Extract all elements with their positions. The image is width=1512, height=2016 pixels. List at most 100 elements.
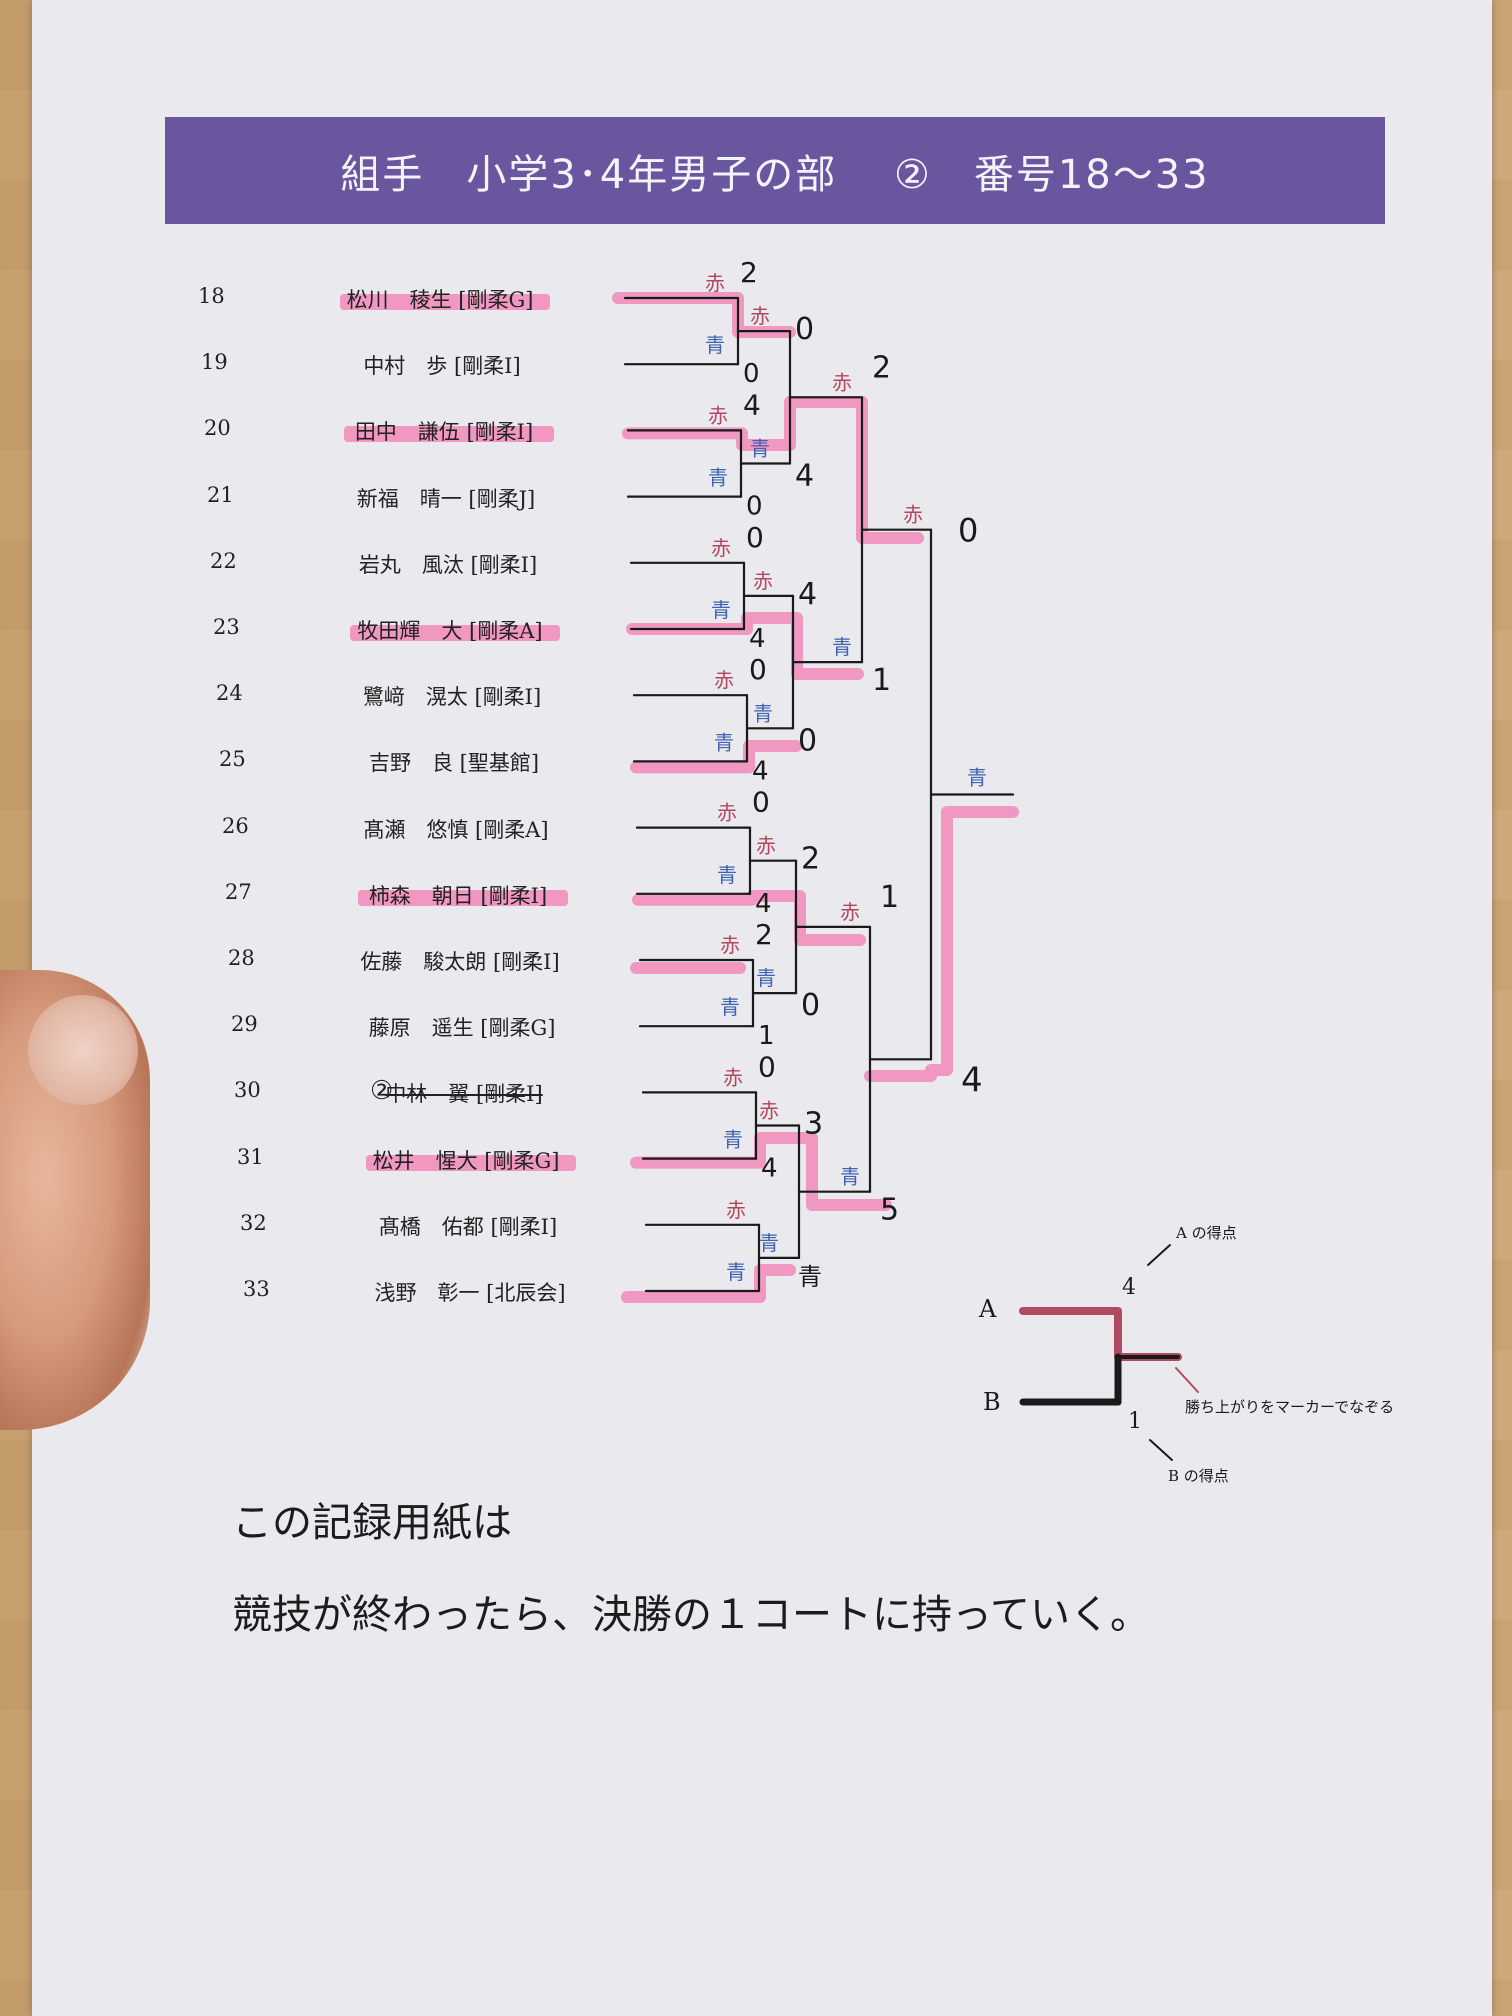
withdrawn-mark: ② bbox=[370, 1076, 394, 1107]
entrant-name: 牧田輝 大 [剛柔A] bbox=[357, 619, 543, 643]
footer-line-1: この記録用紙は bbox=[232, 1500, 512, 1546]
title-banner: 組手 小学3･4年男子の部 ② 番号18～33 bbox=[165, 117, 1385, 224]
entrant-name: 吉野 良 [聖基館] bbox=[368, 751, 540, 776]
round3-score: 1 bbox=[872, 663, 891, 698]
blue-corner-label: 青 bbox=[798, 1263, 822, 1291]
blue-corner-label: 青 bbox=[726, 1260, 746, 1284]
blue-corner-label: 青 bbox=[717, 863, 737, 887]
winner-highlight-path bbox=[864, 806, 1019, 1082]
entrant-number: 33 bbox=[243, 1277, 270, 1301]
entrant-name: 新福 晴一 [剛柔J] bbox=[356, 486, 536, 511]
blue-corner-label: 青 bbox=[723, 1128, 743, 1152]
legend-winner-line bbox=[1019, 1307, 1182, 1361]
blue-corner-label: 青 bbox=[840, 1165, 860, 1189]
blue-corner-label: 青 bbox=[832, 635, 852, 659]
red-corner-label: 赤 bbox=[723, 1065, 743, 1089]
entrant-name: 髙瀬 悠慎 [剛柔A] bbox=[363, 817, 549, 842]
round1-score: 4 bbox=[743, 388, 761, 421]
entrant-number: 25 bbox=[219, 747, 246, 772]
legend-b-label: B bbox=[983, 1388, 1001, 1416]
red-corner-label: 赤 bbox=[759, 1099, 779, 1123]
entrant-name: 佐藤 駿太朗 [剛柔I] bbox=[360, 950, 560, 974]
round2-score: 0 bbox=[801, 988, 820, 1023]
legend-b-score: 1 bbox=[1128, 1409, 1142, 1434]
round2-score: 4 bbox=[795, 459, 814, 494]
round1-score: 0 bbox=[749, 653, 767, 686]
red-corner-label: 赤 bbox=[750, 304, 770, 328]
round1-score: 2 bbox=[740, 256, 758, 289]
semifinal-score: 0 bbox=[958, 512, 978, 550]
entrant-name: 田中 謙伍 [剛柔I] bbox=[354, 420, 534, 445]
entrant-number: 21 bbox=[207, 482, 234, 507]
entrant-number: 27 bbox=[225, 879, 252, 904]
round1-score: 0 bbox=[743, 359, 760, 389]
entrant-name: 中村 歩 [剛柔I] bbox=[363, 354, 521, 379]
round1-score: 0 bbox=[746, 492, 763, 522]
entrant-number: 32 bbox=[240, 1210, 267, 1235]
entrant-number: 28 bbox=[228, 946, 255, 970]
legend-a-score: 4 bbox=[1122, 1275, 1136, 1300]
blue-corner-label: 青 bbox=[967, 766, 987, 790]
round2-score: 0 bbox=[798, 723, 817, 758]
entrant-name: 浅野 彰一 [北辰会] bbox=[374, 1281, 566, 1305]
legend-marker-note: 勝ち上がりをマーカーでなぞる bbox=[1185, 1398, 1394, 1416]
blue-corner-label: 青 bbox=[714, 730, 734, 754]
round1-score: 0 bbox=[746, 521, 764, 554]
red-corner-label: 赤 bbox=[717, 801, 737, 825]
legend-pointer-arrow bbox=[1147, 1244, 1171, 1266]
round3-score: 2 bbox=[872, 350, 891, 385]
winner-highlight-path bbox=[621, 1264, 796, 1303]
round1-score: 1 bbox=[758, 1021, 775, 1051]
red-corner-label: 赤 bbox=[708, 403, 728, 427]
thumb-nail bbox=[28, 995, 138, 1105]
red-corner-label: 赤 bbox=[711, 536, 731, 560]
blue-corner-label: 青 bbox=[708, 466, 728, 490]
winner-highlight-path bbox=[622, 396, 924, 544]
red-corner-label: 赤 bbox=[903, 503, 923, 527]
round1-score: 4 bbox=[755, 889, 772, 919]
red-corner-label: 赤 bbox=[840, 900, 860, 924]
name-highlight bbox=[350, 625, 560, 641]
entrant-name: 中林 翼 [剛柔I] bbox=[385, 1082, 543, 1107]
legend-a-note: A の得点 bbox=[1175, 1224, 1237, 1242]
name-highlight bbox=[366, 1154, 576, 1171]
entrant-name: 柿森 朝日 [剛柔I] bbox=[368, 883, 548, 908]
blue-corner-label: 青 bbox=[720, 995, 740, 1019]
round1-score: 4 bbox=[749, 624, 766, 654]
round1-score: 0 bbox=[752, 786, 770, 819]
round2-score: 0 bbox=[795, 312, 814, 347]
winner-highlight-path bbox=[630, 740, 802, 774]
entrant-name: 松井 惺大 [剛柔G] bbox=[372, 1148, 560, 1173]
entrant-number: 23 bbox=[213, 615, 240, 639]
entrant-name: 鷺﨑 滉太 [剛柔I] bbox=[362, 685, 542, 710]
entrant-number: 26 bbox=[222, 813, 249, 838]
entrant-name: 髙橋 佑都 [剛柔I] bbox=[378, 1214, 558, 1239]
entrant-number: 18 bbox=[198, 284, 225, 308]
entrant-number: 19 bbox=[201, 350, 228, 375]
red-corner-label: 赤 bbox=[705, 271, 725, 295]
blue-corner-label: 青 bbox=[753, 701, 773, 725]
red-corner-label: 赤 bbox=[720, 933, 740, 957]
blue-corner-label: 青 bbox=[759, 1231, 779, 1255]
entrant-name: 藤原 遥生 [剛柔G] bbox=[368, 1016, 556, 1041]
round3-score: 5 bbox=[880, 1193, 899, 1228]
blue-corner-label: 青 bbox=[705, 333, 725, 357]
semifinal-score: 4 bbox=[961, 1060, 983, 1100]
entrant-number: 22 bbox=[210, 548, 237, 573]
legend-pointer-arrow bbox=[1149, 1439, 1173, 1461]
entrant-name: 松川 稜生 [剛柔G] bbox=[346, 288, 534, 312]
blue-corner-label: 青 bbox=[756, 966, 776, 990]
legend-a-label: A bbox=[978, 1295, 997, 1323]
winner-highlight-path bbox=[630, 1132, 892, 1211]
name-highlight bbox=[344, 426, 554, 443]
round1-score: 2 bbox=[755, 918, 773, 951]
round1-score: 0 bbox=[758, 1050, 776, 1083]
name-highlight bbox=[340, 294, 550, 310]
entrant-number: 20 bbox=[204, 416, 231, 441]
round1-score: 4 bbox=[752, 756, 769, 786]
entrant-number: 30 bbox=[234, 1078, 261, 1103]
name-highlight bbox=[358, 889, 568, 906]
round2-score: 2 bbox=[801, 842, 820, 877]
entrant-name: 岩丸 風汰 [剛柔I] bbox=[358, 552, 538, 577]
